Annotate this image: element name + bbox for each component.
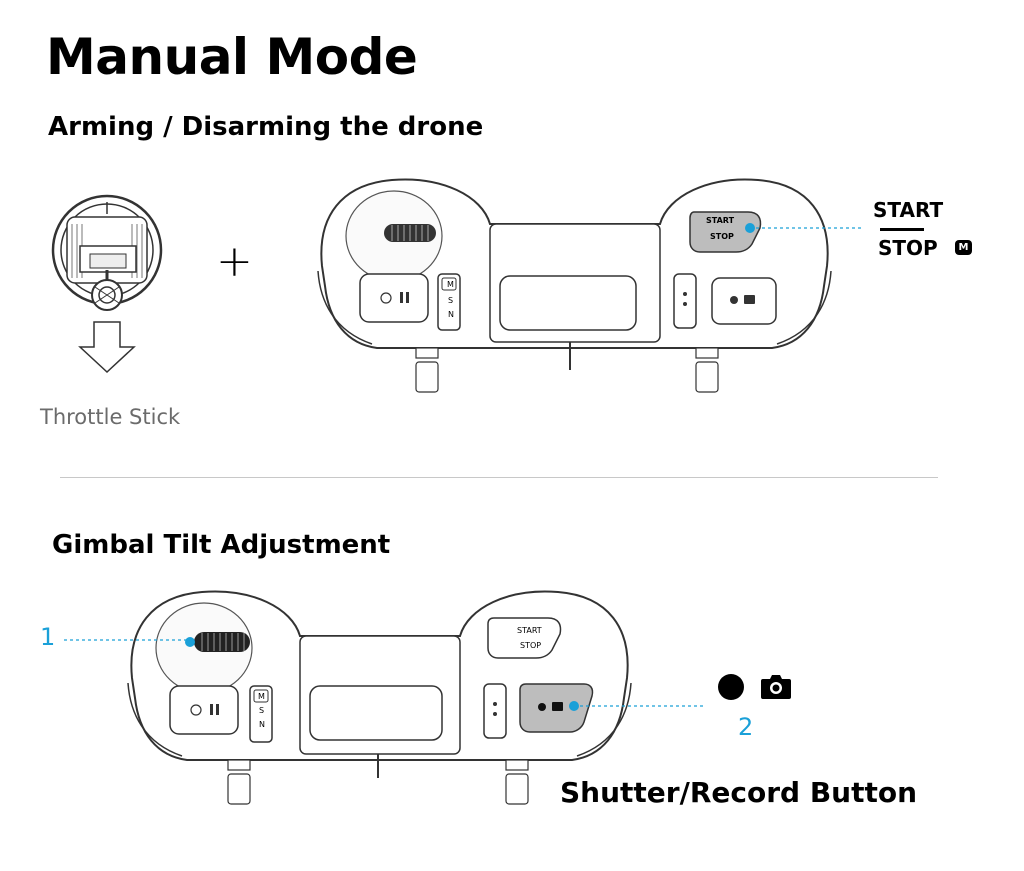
throttle-stick-caption: Throttle Stick [40, 405, 181, 429]
callout-number-2: 2 [738, 713, 754, 741]
gimbal-controller-start-text: START [517, 626, 542, 635]
arming-heading: Arming / Disarming the drone [48, 112, 484, 142]
controller-stop-text: STOP [710, 232, 734, 241]
gimbal-mode-switch-m: M [258, 692, 265, 701]
mode-switch-s: S [448, 296, 454, 305]
mode-switch-n: N [448, 310, 454, 319]
shutter-record-label: Shutter/Record Button [560, 776, 918, 809]
gimbal-mode-switch-s: S [259, 706, 265, 715]
remote-controller-top [317, 178, 862, 393]
remote-controller-gimbal [64, 590, 704, 805]
gimbal-heading: Gimbal Tilt Adjustment [52, 530, 391, 560]
mode-switch-m: M [447, 280, 454, 289]
callout-number-1: 1 [40, 623, 56, 651]
gimbal-mode-switch-n: N [259, 720, 265, 729]
start-stop-divider [880, 228, 924, 231]
controller-start-text: START [706, 216, 735, 225]
gimbal-controller-stop-text: STOP [520, 641, 542, 650]
camera-icon [761, 675, 791, 699]
start-label: START [873, 198, 944, 222]
section-divider [60, 477, 938, 478]
page-title: Manual Mode [46, 28, 418, 86]
m-badge-icon: M [955, 240, 972, 255]
throttle-stick-illustration [51, 194, 163, 374]
stop-label: STOP [878, 236, 938, 260]
record-dot-icon [718, 674, 744, 700]
plus-sign: + [216, 236, 253, 287]
